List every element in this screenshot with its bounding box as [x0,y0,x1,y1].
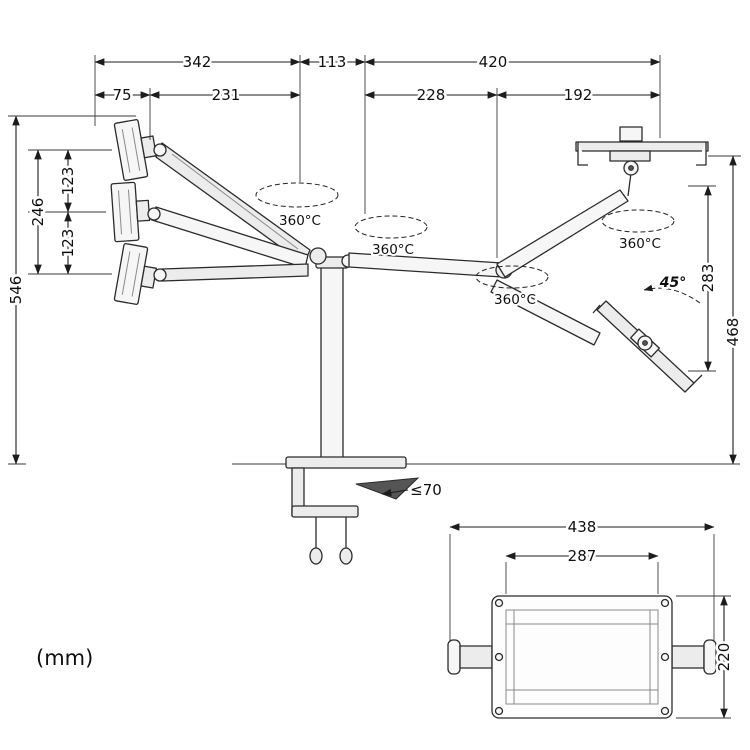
left-knob-shaft [459,645,493,669]
right-arm-to-upper-tray [496,172,632,278]
pole-and-desk-clamp [285,256,420,565]
dim-label-231: 231 [212,86,241,104]
dim-label-123-lower: 123 [59,229,77,258]
rotation-ellipse-1 [255,182,339,208]
laptop-tray-upper [575,126,709,176]
right-knob-shaft [671,645,705,669]
clamp-lever [355,477,420,500]
rotation-ellipse-3 [475,265,549,289]
dim-label-342: 342 [183,53,212,71]
dimension-lines [12,58,737,719]
rotation-label-2: 360°C [372,242,414,258]
phone-holder [619,126,643,142]
dimension-labels: 342 113 420 75 231 228 192 123 246 123 5… [5,51,745,674]
right-arm-to-lower-tray [490,279,601,346]
gas-spring-arm-upper [153,142,311,265]
dim-label-546: 546 [7,276,25,305]
right-knob [703,639,717,675]
rotation-label-4: 360°C [619,236,661,252]
dim-label-246: 246 [29,198,47,227]
rotation-label-1: 360°C [279,213,321,229]
laptop-tray-top-view [447,595,717,719]
laptop-tray-lower-tilted [592,300,703,393]
dim-label-287: 287 [568,547,597,565]
units-label: (mm) [36,646,93,670]
desk-thickness-label: ≤70 [410,481,442,499]
gas-spring-arm-lower [153,263,309,282]
vesa-plate-top [113,119,158,181]
dim-label-75: 75 [112,86,131,104]
rotation-label-3: 360°C [494,292,536,308]
dim-label-228: 228 [417,86,446,104]
pole-top-joint [309,247,327,265]
dim-label-192: 192 [564,86,593,104]
dim-label-220: 220 [715,643,733,672]
dim-label-123-upper: 123 [59,167,77,196]
dim-label-113: 113 [318,53,347,71]
vesa-plate-bottom [113,243,158,305]
dim-label-283: 283 [699,264,717,293]
tilt-angle-label: 45° [659,275,686,291]
dim-label-468: 468 [724,318,742,347]
rotation-ellipse-2 [354,215,428,239]
rotation-ellipse-4 [601,209,675,233]
dim-label-420: 420 [479,53,508,71]
annotation-labels: 360°C 360°C 360°C 360°C 45° ≤70 (mm) [36,211,688,670]
left-knob [447,639,461,675]
vesa-plate-middle [110,181,151,243]
dim-label-438: 438 [568,518,597,536]
